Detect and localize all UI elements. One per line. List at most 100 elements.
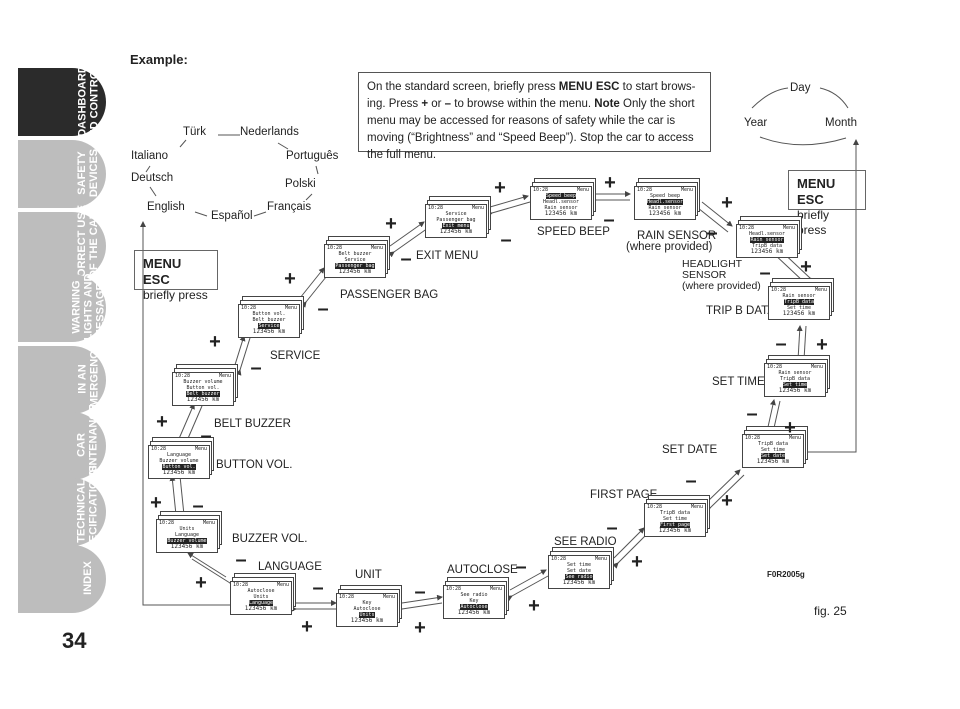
language-polski: Polski bbox=[285, 178, 316, 190]
screen-menu-line: Passenger bag bbox=[436, 217, 476, 223]
screen-menu-line: Rain sensor bbox=[782, 293, 816, 299]
menu-esc-sub: briefly press bbox=[797, 208, 830, 237]
label-set-time: SET TIME bbox=[712, 376, 765, 388]
tab-technical[interactable] bbox=[18, 478, 106, 546]
screen-menu-line: Units bbox=[359, 612, 375, 618]
tab-correct-use[interactable] bbox=[18, 212, 106, 280]
screen-menu-line: Button vol. bbox=[162, 464, 196, 470]
screen-menu-line: Service bbox=[344, 257, 366, 263]
date-day: Day bbox=[790, 82, 811, 94]
screen-menu-line: Set date bbox=[760, 453, 786, 459]
minus-sign: – bbox=[250, 357, 262, 379]
screen-menu-line: Language bbox=[166, 452, 192, 458]
date-year: Year bbox=[744, 117, 768, 129]
screen-menu-label: Menu bbox=[680, 187, 693, 193]
minus-sign: – bbox=[685, 470, 697, 492]
tab-emergency[interactable] bbox=[18, 346, 106, 414]
screen-odometer: 123456 km bbox=[162, 469, 196, 476]
screen-time: 10:28 bbox=[533, 187, 549, 193]
screen-time: 10:28 bbox=[745, 435, 761, 441]
screen-odometer: 123456 km bbox=[252, 328, 286, 335]
screen-time: 10:28 bbox=[771, 287, 787, 293]
info-box: On the standard screen, briefly press ME… bbox=[358, 72, 711, 161]
screen-time: 10:28 bbox=[739, 225, 755, 231]
figure-caption: fig. 25 bbox=[814, 604, 847, 618]
screen-menu-line: Belt buzzer bbox=[252, 317, 286, 323]
screen-menu-label: Menu bbox=[194, 446, 207, 452]
language-nederlands: Nederlands bbox=[240, 126, 299, 138]
plus-sign: + bbox=[494, 177, 506, 199]
screen-menu-line: Speed beep bbox=[649, 193, 681, 199]
screen-menu-line: Buzzer volume bbox=[167, 538, 207, 544]
label-see-radio: SEE RADIO bbox=[554, 536, 617, 548]
tab-maintenance[interactable] bbox=[18, 412, 106, 480]
language-turk: Türk bbox=[183, 126, 206, 138]
label-headlight-where: (where provided) bbox=[682, 280, 761, 292]
screen-menu-line: Headl.sensor bbox=[748, 231, 786, 237]
label-exit-menu: EXIT MENU bbox=[416, 250, 479, 262]
label-first-page: FIRST PAGE bbox=[590, 489, 658, 501]
screen-menu-line: Set time bbox=[662, 516, 688, 522]
screen-menu-line: Speed beep bbox=[545, 193, 577, 199]
label-belt-buzzer: BELT BUZZER bbox=[214, 418, 291, 430]
minus-sign: – bbox=[200, 425, 212, 447]
screen-menu-line: See radio bbox=[460, 592, 488, 598]
minus-sign: – bbox=[400, 248, 412, 270]
tab-warning[interactable] bbox=[18, 274, 106, 342]
label-buzzer-vol: BUZZER VOL. bbox=[232, 533, 308, 545]
label-rain-sensor-where: (where provided) bbox=[626, 241, 713, 253]
example-heading: Example: bbox=[130, 52, 188, 67]
label-unit: UNIT bbox=[355, 569, 382, 581]
label-headlight-sensor: SENSOR bbox=[682, 269, 727, 281]
screen-menu-label: Menu bbox=[382, 594, 395, 600]
screen-menu-label: Menu bbox=[276, 582, 289, 588]
screen-menu-line: Headl.sensor bbox=[646, 199, 684, 205]
screen-odometer: 123456 km bbox=[544, 210, 578, 217]
minus-sign: – bbox=[746, 403, 758, 425]
screen-menu-line: Set time bbox=[786, 305, 812, 311]
screen-menu-line: TripB data bbox=[783, 299, 815, 305]
minus-sign: – bbox=[606, 517, 618, 539]
menu-esc-title: MENU ESC bbox=[143, 256, 182, 287]
plus-sign: + bbox=[631, 551, 643, 573]
tab-dashboard[interactable] bbox=[18, 68, 106, 136]
plus-sign: + bbox=[414, 617, 426, 639]
label-trip-b-data: TRIP B DATA bbox=[706, 305, 776, 317]
label-speed-beep: SPEED BEEP bbox=[537, 226, 610, 238]
screen-odometer: 123456 km bbox=[338, 268, 372, 275]
label-rain-sensor: RAIN SENSOR bbox=[637, 230, 717, 242]
screen-time: 10:28 bbox=[428, 205, 444, 211]
plus-sign: + bbox=[156, 411, 168, 433]
screen-menu-line: Rain sensor bbox=[648, 205, 682, 211]
tab-index[interactable] bbox=[18, 545, 106, 613]
minus-sign: – bbox=[759, 262, 771, 284]
screen-odometer: 123456 km bbox=[778, 387, 812, 394]
screen-odometer: 123456 km bbox=[562, 579, 596, 586]
screen-menu-label: Menu bbox=[370, 245, 383, 251]
tab-safety[interactable] bbox=[18, 140, 106, 208]
date-month: Month bbox=[825, 117, 857, 129]
screen-time: 10:28 bbox=[767, 364, 783, 370]
screen-menu-label: Menu bbox=[810, 364, 823, 370]
screen-menu-line: Belt buzzer bbox=[338, 251, 372, 257]
screen-menu-line: Service bbox=[445, 211, 467, 217]
screen-odometer: 123456 km bbox=[750, 248, 784, 255]
minus-sign: – bbox=[317, 298, 329, 320]
screen-odometer: 123456 km bbox=[350, 617, 384, 624]
screen-odometer: 123456 km bbox=[170, 543, 204, 550]
screen-menu-line: Passenger bag bbox=[335, 263, 375, 269]
plus-sign: + bbox=[784, 417, 796, 439]
screen-menu-line: Buzzer volume bbox=[159, 458, 199, 464]
screen-menu-line: Language bbox=[248, 600, 274, 606]
plus-sign: + bbox=[721, 490, 733, 512]
plus-sign: + bbox=[528, 595, 540, 617]
label-language: LANGUAGE bbox=[258, 561, 322, 573]
